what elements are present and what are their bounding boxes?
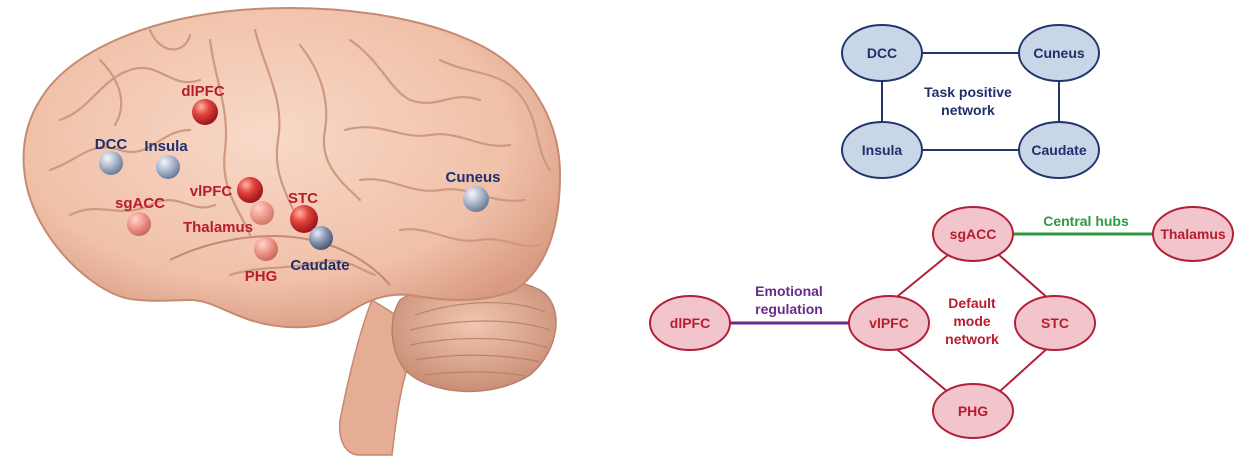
default-mode-title-line2: mode (953, 313, 991, 329)
brain-node-thalamus (250, 201, 274, 225)
edge-sgacc-stc (999, 255, 1050, 300)
brain-label-vlpfc: vlPFC (190, 183, 233, 200)
brain-node-vlpfc (237, 177, 263, 203)
node-dcc: DCC (842, 25, 922, 81)
node-insula: Insula (842, 122, 922, 178)
node-sgacc-label: sgACC (950, 226, 997, 242)
brain-label-dlpfc: dlPFC (181, 83, 224, 100)
node-caudate: Caudate (1019, 122, 1099, 178)
brain-label-dcc: DCC (95, 136, 128, 153)
node-cuneus: Cuneus (1019, 25, 1099, 81)
task-positive-title-line2: network (941, 102, 995, 118)
node-stc: STC (1015, 296, 1095, 350)
node-vlpfc: vlPFC (849, 296, 929, 350)
brain-node-insula (156, 155, 180, 179)
brain-label-phg: PHG (245, 268, 278, 285)
node-thalamus: Thalamus (1153, 207, 1233, 261)
edge-vlpfc-phg (893, 346, 948, 392)
brain-label-insula: Insula (144, 138, 188, 155)
brain-node-cuneus (463, 186, 489, 212)
task-positive-network: DCC Cuneus Insula Caudate Task positive … (842, 25, 1099, 178)
brain-node-phg (254, 237, 278, 261)
node-sgacc: sgACC (933, 207, 1013, 261)
default-mode-network: sgACC vlPFC STC PHG dlPFC Thalamus Defau… (650, 207, 1233, 438)
node-dcc-label: DCC (867, 45, 897, 61)
node-thalamus-label: Thalamus (1160, 226, 1226, 242)
node-caudate-label: Caudate (1031, 142, 1086, 158)
node-insula-label: Insula (862, 142, 903, 158)
default-mode-title-line1: Default (948, 295, 996, 311)
node-cuneus-label: Cuneus (1033, 45, 1085, 61)
edge-stc-phg (999, 346, 1050, 392)
node-phg-label: PHG (958, 403, 988, 419)
brain-node-caudate (309, 226, 333, 250)
node-dlpfc: dlPFC (650, 296, 730, 350)
brain-node-dcc (99, 151, 123, 175)
node-phg: PHG (933, 384, 1013, 438)
brain-label-cuneus: Cuneus (445, 169, 500, 186)
emotional-regulation-label-line2: regulation (755, 301, 823, 317)
brain-label-sgacc: sgACC (115, 195, 165, 212)
brain-illustration: dlPFC DCC Insula vlPFC sgACC Thalamus ST… (24, 8, 560, 455)
node-vlpfc-label: vlPFC (869, 315, 909, 331)
brain-label-stc: STC (288, 190, 318, 207)
node-stc-label: STC (1041, 315, 1069, 331)
edge-sgacc-vlpfc (893, 255, 948, 300)
brain-label-caudate: Caudate (290, 257, 349, 274)
brain-label-thalamus: Thalamus (183, 219, 253, 236)
task-positive-title-line1: Task positive (924, 84, 1012, 100)
default-mode-title-line3: network (945, 331, 999, 347)
node-dlpfc-label: dlPFC (670, 315, 710, 331)
emotional-regulation-label-line1: Emotional (755, 283, 823, 299)
central-hubs-label: Central hubs (1043, 213, 1129, 229)
brain-node-sgacc (127, 212, 151, 236)
brain-node-dlpfc (192, 99, 218, 125)
